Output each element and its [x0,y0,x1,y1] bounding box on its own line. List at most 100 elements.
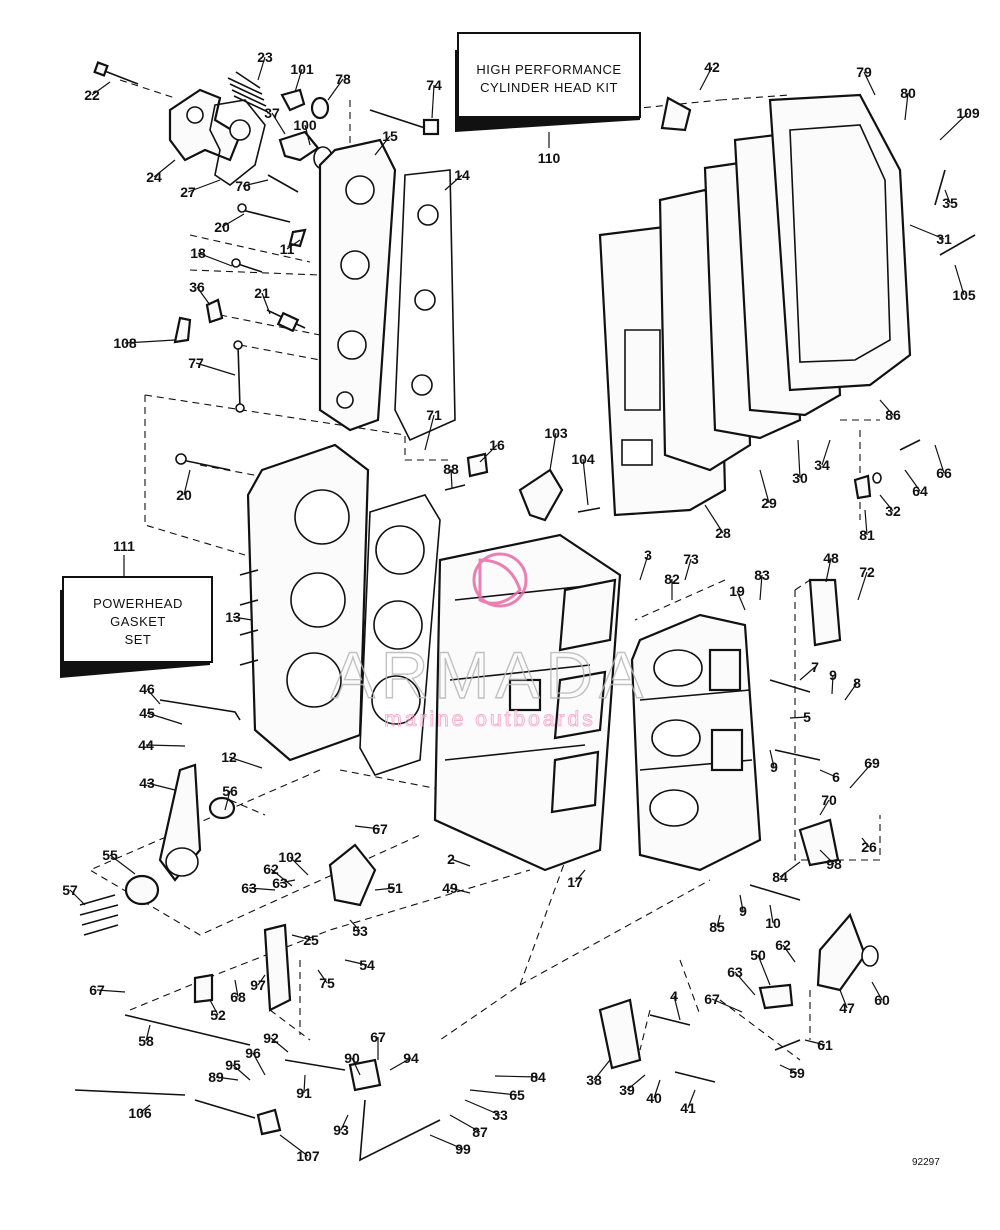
callout-62: 62 [775,937,791,953]
linkage-parts [74,699,441,1162]
callout-leader-101 [294,68,303,93]
callout-leader-51 [374,887,396,891]
callout-leader-10 [769,904,774,924]
callout-67: 67 [89,982,105,998]
callout-leader-17 [574,869,586,883]
callout-73: 73 [683,551,699,567]
callout-18: 18 [190,245,206,261]
callout-69: 69 [864,755,880,771]
callout-leader-7 [799,666,816,681]
callout-74: 74 [426,77,442,93]
callout-93: 93 [333,1122,349,1138]
callout-29: 29 [761,495,777,511]
watermark: ARMADA marine outboards [330,552,644,732]
callout-4: 4 [670,988,678,1004]
callout-leader-60 [871,981,883,1001]
callout-leader-33 [464,1099,501,1116]
callout-leader-25 [291,934,312,941]
callout-39: 39 [619,1082,635,1098]
callout-50: 50 [750,947,766,963]
callout-52: 52 [210,1007,226,1023]
callout-leader-39 [626,1074,646,1091]
callout-5: 5 [803,709,811,725]
powerhead-gasket-set-box: POWERHEAD GASKET SET 111 [60,538,213,678]
callout-leader-74 [431,84,435,119]
callout-leader-67 [711,998,743,1013]
callout-leader-98 [819,849,835,865]
callout-106: 106 [128,1105,152,1121]
callout-leader-63 [734,971,756,996]
callout-leader-63 [248,887,276,891]
callout-leader-64 [904,469,921,492]
callout-leader-9 [739,894,744,912]
callout-leader-36 [196,286,211,306]
callout-leader-55 [109,854,136,875]
callout-67: 67 [370,1029,386,1045]
callout-38: 38 [586,1072,602,1088]
callout-leader-76 [242,179,269,187]
callout-leader-71 [424,414,435,451]
callout-leader-9 [769,749,775,768]
callout-89: 89 [208,1069,224,1085]
callout-60: 60 [874,992,890,1008]
callout-102: 102 [278,849,302,865]
callout-leader-35 [944,189,951,204]
exhaust-cover-stack [598,93,912,517]
callout-33: 33 [492,1107,508,1123]
gasket-set-line1: POWERHEAD [93,596,183,611]
callout-63: 63 [272,875,288,891]
callout-107: 107 [296,1148,320,1164]
callout-leader-72 [857,571,868,601]
callout-44: 44 [138,737,154,753]
callout-13: 13 [225,609,241,625]
callout-leader-16 [479,444,498,463]
callout-91: 91 [296,1085,312,1101]
callout-leader-93 [340,1114,349,1131]
callout-leader-73 [684,558,692,581]
callout-leader-100 [304,124,311,146]
callout-83: 83 [754,567,770,583]
callout-leader-13 [232,616,253,621]
callout-leader-57 [69,889,86,906]
callout-leader-43 [146,782,176,791]
callout-51: 51 [387,880,403,896]
callout-leader-107 [279,1134,309,1157]
callout-leader-84 [779,861,801,878]
callout-28: 28 [715,525,731,541]
callout-72: 72 [859,564,875,580]
callout-leader-68 [234,979,239,998]
callout-leader-15 [374,135,391,156]
callout-leader-104 [582,458,589,506]
callout-leader-26 [861,837,870,848]
callout-leader-23 [257,56,266,81]
callout-37: 37 [264,105,280,121]
gasket-set-line2: GASKET [110,614,166,629]
callout-79: 79 [856,64,872,80]
callout-65: 65 [509,1087,525,1103]
callout-46: 46 [139,681,155,697]
callout-86: 86 [885,407,901,423]
callout-76: 76 [235,178,251,194]
callout-leader-103 [549,432,557,471]
callout-92: 92 [263,1030,279,1046]
callout-110: 110 [538,150,561,166]
callout-17: 17 [567,874,583,890]
callout-leader-97 [257,974,266,986]
callout-leader-46 [146,688,161,705]
callout-leader-85 [716,914,721,928]
callout-80: 80 [900,85,916,101]
callout-leader-92 [270,1037,289,1053]
callout-leader-40 [653,1079,661,1099]
callout-66: 66 [936,465,952,481]
callout-leader-53 [349,919,361,932]
callout-103: 103 [544,425,568,441]
callout-leader-52 [209,999,219,1016]
callout-97: 97 [250,977,266,993]
cylinder-head-kit-line2: CYLINDER HEAD KIT [480,80,618,95]
callout-leader-9 [831,674,834,695]
callout-leader-41 [687,1089,696,1109]
callout-105: 105 [952,287,976,303]
callout-14: 14 [454,167,470,183]
